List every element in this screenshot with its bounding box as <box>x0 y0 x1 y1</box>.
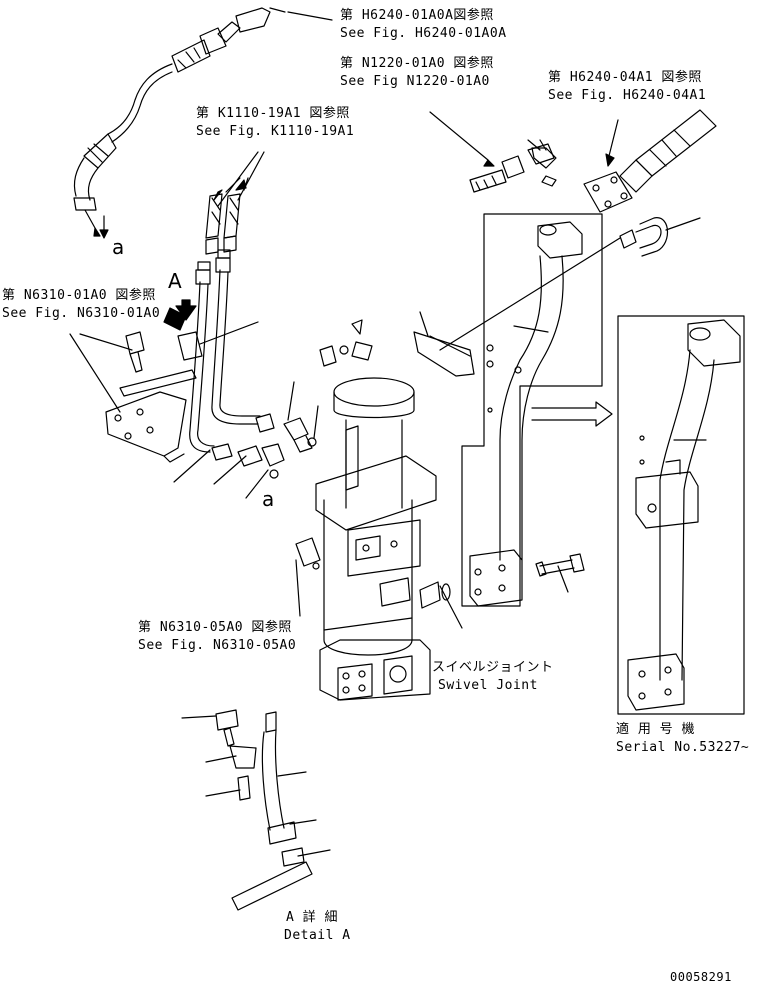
detail-a-jp: A 詳 細 <box>286 910 338 925</box>
ref-n1220-jp: 第 N1220-01A0 図参照 <box>340 56 494 71</box>
k1110-hoses <box>205 177 249 255</box>
ref-n6310-05a0-en: See Fig. N6310-05A0 <box>138 638 297 653</box>
center-frame <box>461 139 603 607</box>
ref-h6240-01a0a-en: See Fig. H6240-01A0A <box>340 26 507 41</box>
small-parts <box>319 311 475 377</box>
swivel-joint-en: Swivel Joint <box>438 678 538 693</box>
elbow-fittings <box>261 417 321 570</box>
view-arrow-a <box>175 299 197 321</box>
drawing-number: 00058291 <box>670 970 732 984</box>
ref-k1110-en: See Fig. K1110-19A1 <box>196 124 355 139</box>
serial-jp: 適 用 号 機 <box>616 722 695 737</box>
h6240-hose <box>583 109 717 213</box>
ref-n6310-05a0-jp: 第 N6310-05A0 図参照 <box>138 620 292 635</box>
ref-h6240-04a1-jp: 第 H6240-04A1 図参照 <box>548 70 702 85</box>
marker-view-a: A <box>168 269 183 293</box>
swivel-joint <box>315 377 451 701</box>
ref-n6310-01a0-en: See Fig. N6310-01A0 <box>2 306 161 321</box>
left-bracket <box>105 307 203 463</box>
ref-n6310-01a0-jp: 第 N6310-01A0 図参照 <box>2 288 156 303</box>
ref-n1220-en: See Fig N1220-01A0 <box>340 74 490 89</box>
detail-a-en: Detail A <box>284 928 351 943</box>
detail-arrow <box>531 401 613 427</box>
ref-h6240-01a0a-jp: 第 H6240-01A0A図参照 <box>340 8 494 23</box>
detail-a-parts <box>215 709 313 911</box>
ref-k1110-jp: 第 K1110-19A1 図参照 <box>196 106 350 121</box>
steel-tubes <box>189 249 275 467</box>
marker-a-mid: a <box>262 487 275 511</box>
hex-bolt <box>535 553 585 577</box>
marker-a-top: a <box>112 235 125 259</box>
leader-lines <box>69 11 707 857</box>
swivel-joint-jp: スイベルジョイント <box>432 660 554 675</box>
n1220-fittings <box>429 111 555 193</box>
u-tube <box>619 217 701 257</box>
ref-h6240-04a1-en: See Fig. H6240-04A1 <box>548 88 707 103</box>
top-left-hose <box>73 7 286 237</box>
detail-frame <box>617 315 745 715</box>
serial-en: Serial No.53227~ <box>616 740 750 755</box>
